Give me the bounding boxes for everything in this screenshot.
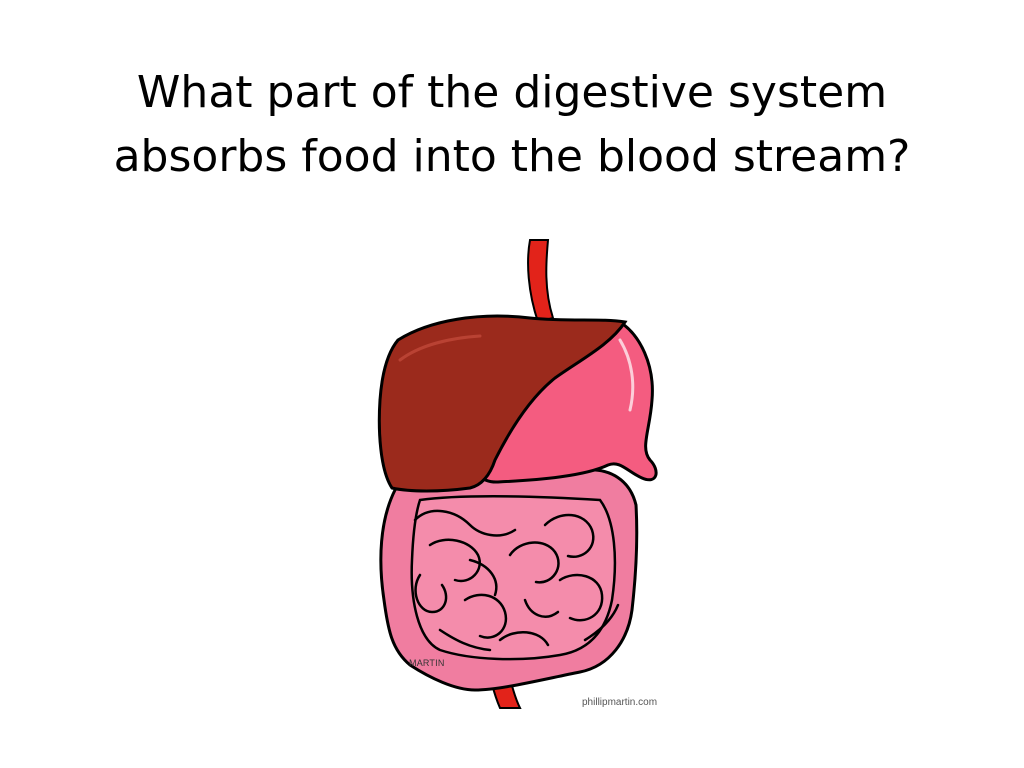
intestine-coils bbox=[413, 509, 620, 652]
esophagus bbox=[527, 239, 555, 324]
liver-highlight bbox=[398, 334, 482, 362]
small-intestine bbox=[410, 495, 617, 661]
stomach-highlight bbox=[618, 338, 635, 412]
image-credit: phillipmartin.com bbox=[582, 697, 658, 708]
artist-signature: MARTIN bbox=[409, 658, 445, 668]
slide-title-line-2: absorbs food into the blood stream? bbox=[113, 131, 911, 183]
digestive-system-illustration bbox=[377, 239, 658, 709]
slide-title: What part of the digestive system absorb… bbox=[40, 61, 984, 189]
slide-title-line-1: What part of the digestive system bbox=[136, 67, 888, 119]
liver bbox=[377, 314, 628, 493]
